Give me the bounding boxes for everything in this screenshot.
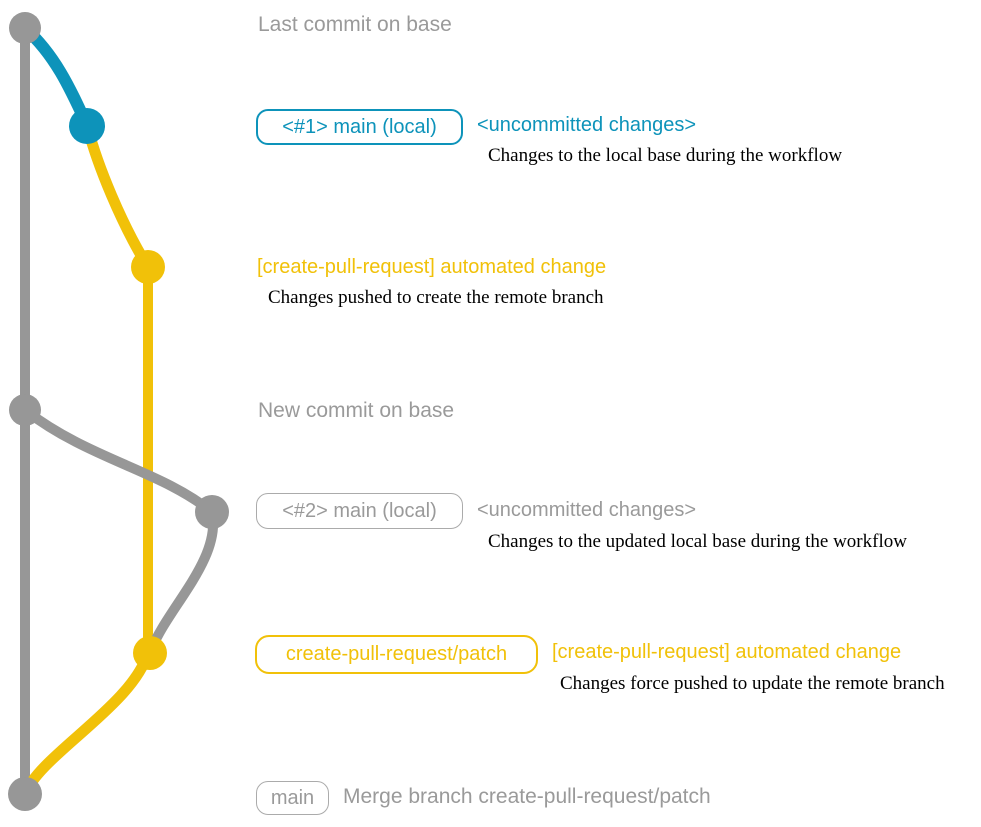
branch-box-create-pull-request-patch: create-pull-request/patch	[255, 635, 538, 674]
branch-box-main: main	[256, 781, 329, 815]
patch-branch-curve-1	[81, 119, 154, 273]
branch-box-main-local-2-label: <#2> main (local)	[282, 499, 437, 522]
commit-node-merge	[8, 777, 42, 811]
new-commit-on-base-label: New commit on base	[258, 399, 455, 422]
automated-change-message-1: [create-pull-request] automated change	[257, 256, 607, 278]
patch-merge-curve	[19, 647, 154, 800]
push-note-1: Changes pushed to create the remote bran…	[268, 287, 604, 308]
local-base-note-1: Changes to the local base during the wor…	[488, 145, 843, 166]
automated-change-message-2: [create-pull-request] automated change	[552, 641, 902, 663]
commit-node-local-2	[195, 495, 229, 529]
branch-box-main-local-1-label: <#1> main (local)	[282, 115, 437, 138]
force-push-note: Changes force pushed to update the remot…	[560, 673, 945, 694]
branch-box-main-local-2: <#2> main (local)	[256, 493, 463, 529]
local-branch-curve-2	[20, 405, 217, 517]
last-commit-on-base-label: Last commit on base	[258, 13, 452, 36]
branch-box-main-label: main	[270, 786, 315, 809]
local-to-patch-curve	[145, 507, 219, 658]
local-branch-curve-1	[19, 22, 93, 131]
commit-node-local-1	[69, 108, 105, 144]
branch-box-create-pull-request-patch-label: create-pull-request/patch	[285, 643, 508, 665]
commit-node-patch-2	[133, 636, 167, 670]
commit-node-last-base	[9, 12, 41, 44]
commit-node-patch-1	[131, 250, 165, 284]
commit-node-new-base	[9, 394, 41, 426]
local-base-note-2: Changes to the updated local base during…	[488, 531, 907, 552]
uncommitted-changes-message-2: <uncommitted changes>	[477, 499, 697, 521]
branch-box-main-local-1: <#1> main (local)	[256, 109, 463, 145]
uncommitted-changes-message-1: <uncommitted changes>	[477, 114, 697, 136]
merge-branch-message: Merge branch create-pull-request/patch	[343, 785, 711, 808]
